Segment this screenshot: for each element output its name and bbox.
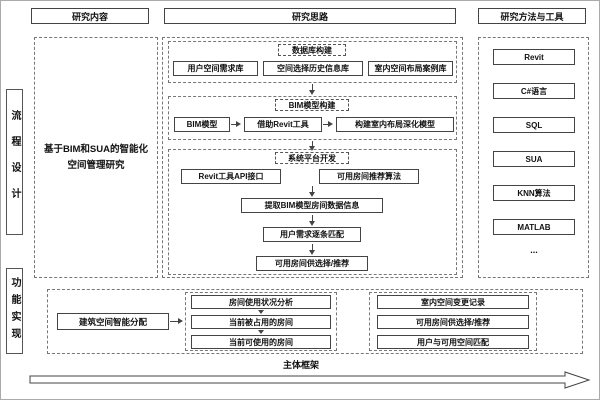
footer-label: 主体框架	[282, 360, 319, 370]
header-research-content: 研究内容	[31, 8, 149, 24]
bim-model-box: BIM模型	[174, 117, 230, 132]
platform-api-box: Revit工具API接口	[181, 169, 281, 184]
arrow-down-db-to-bim	[309, 84, 315, 95]
bim-revit-tool-box: 借助Revit工具	[244, 117, 322, 132]
function-panel	[47, 289, 583, 354]
arrow-right-bim-2	[323, 121, 333, 127]
arrow-right-main-to-status	[170, 318, 183, 324]
tool-sql: SQL	[493, 117, 575, 133]
database-group-title: 数据库构建	[278, 44, 346, 56]
record-user-space-match: 用户与可用空间匹配	[377, 335, 529, 349]
arrow-down-bim-to-platform	[309, 141, 315, 151]
platform-recommend-box: 可用房间供选择/推荐	[256, 256, 368, 271]
platform-group-title: 系统平台开发	[275, 152, 349, 164]
research-topic-text: 基于BIM和SUA的智能化空间管理研究	[44, 144, 148, 171]
bim-group	[168, 96, 457, 140]
arrow-down-status-2	[258, 330, 264, 337]
arrow-down-platform-2	[309, 215, 315, 226]
db-selection-history: 空间选择历史信息库	[263, 61, 363, 76]
record-change-log: 室内空间变更记录	[377, 295, 529, 309]
tools-ellipsis: ...	[530, 245, 538, 255]
platform-extract-box: 提取BIM模型房间数据信息	[241, 198, 383, 213]
database-group	[168, 41, 457, 83]
arrow-down-platform-3	[309, 244, 315, 255]
bim-group-title: BIM模型构建	[275, 99, 349, 111]
bim-deep-model-box: 构建室内布局深化模型	[336, 117, 454, 132]
platform-group	[168, 149, 457, 275]
side-label-function-impl: 功能实现	[6, 268, 23, 354]
platform-algorithm-box: 可用房间推荐算法	[319, 169, 419, 184]
tool-matlab: MATLAB	[493, 219, 575, 235]
tools-panel	[478, 37, 589, 278]
tool-csharp: C#语言	[493, 83, 575, 99]
header-research-approach: 研究思路	[164, 8, 456, 24]
tool-knn: KNN算法	[493, 185, 575, 201]
tool-revit: Revit	[493, 49, 575, 65]
db-layout-cases: 室内空间布局案例库	[368, 61, 453, 76]
process-flow-panel	[162, 37, 463, 278]
status-flow-group	[185, 292, 337, 351]
arrow-right-bim-1	[231, 121, 241, 127]
status-occupied-rooms: 当前被占用的房间	[191, 315, 331, 329]
main-framework-arrow	[29, 371, 591, 389]
record-room-recommend: 可用房间供选择/推荐	[377, 315, 529, 329]
function-main-box: 建筑空间智能分配	[57, 313, 169, 330]
platform-match-box: 用户需求逐条匹配	[263, 227, 361, 242]
arrow-down-platform-1	[309, 186, 315, 197]
header-methods-tools: 研究方法与工具	[478, 8, 586, 24]
side-label-process-design: 流程设计	[6, 89, 23, 235]
status-usage-analysis: 房间使用状况分析	[191, 295, 331, 309]
research-topic-panel: 基于BIM和SUA的智能化空间管理研究	[34, 37, 158, 278]
status-available-rooms: 当前可使用的房间	[191, 335, 331, 349]
tool-sua: SUA	[493, 151, 575, 167]
records-group	[369, 292, 537, 351]
db-user-demand: 用户空间需求库	[173, 61, 258, 76]
arrow-down-status-1	[258, 310, 264, 317]
